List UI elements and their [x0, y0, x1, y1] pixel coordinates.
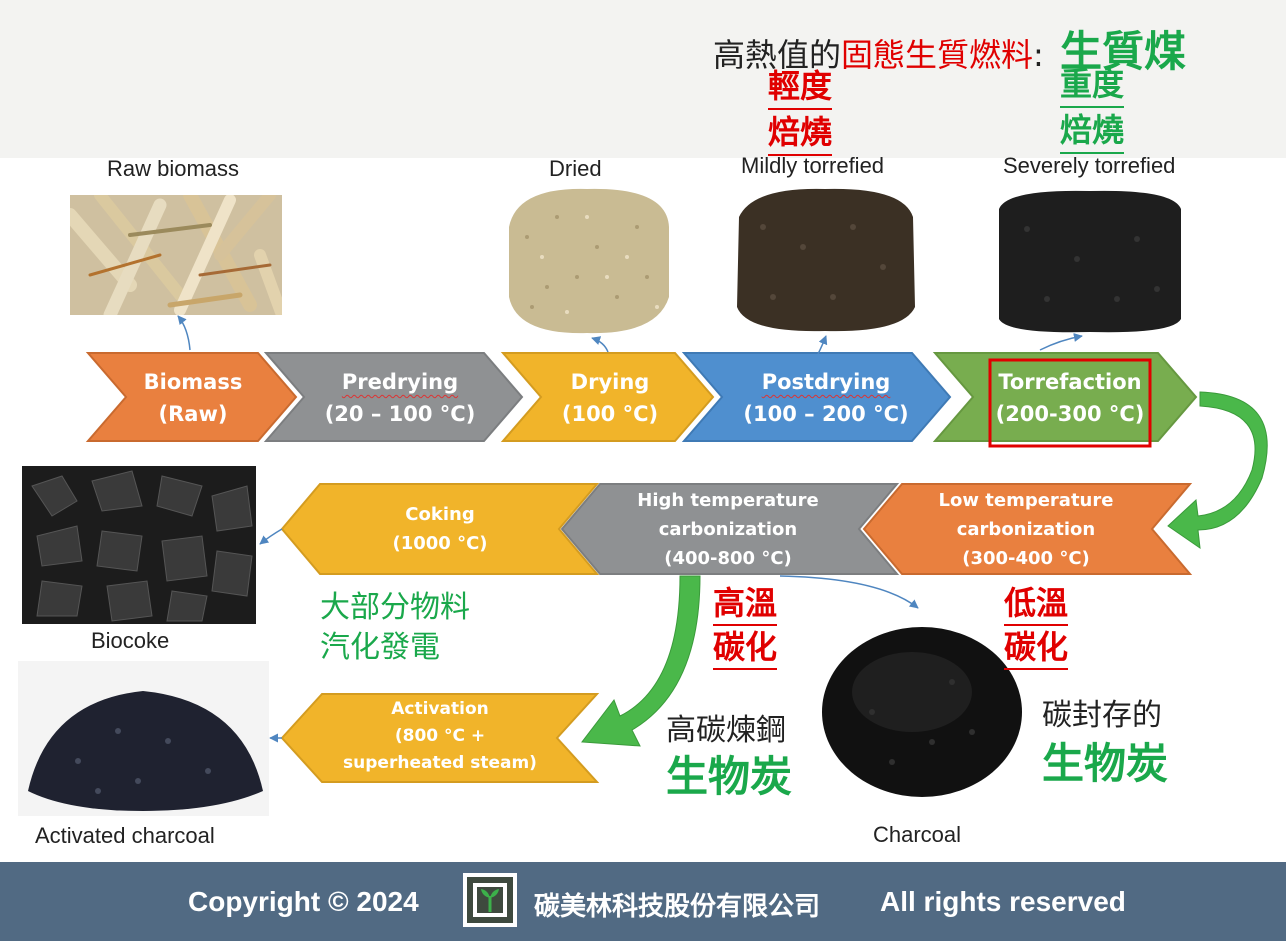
arrow-to-severe: [1039, 333, 1083, 351]
high-carb-line2: 碳化: [713, 626, 778, 670]
chevron-predrying: [263, 352, 524, 442]
stage-lowtemp: Low temperature carbonization (300-400 °…: [906, 486, 1146, 573]
stage-activation-line2: (800 °C +: [394, 726, 486, 746]
storage-note: 碳封存的 生物炭: [1042, 692, 1168, 788]
stage-drying: Drying (100 °C): [536, 366, 684, 430]
stage-predrying-detail: (20 – 100 °C): [324, 402, 476, 426]
steel-note: 高碳煉鋼 生物炭: [666, 708, 792, 800]
chevron-postdrying: [681, 352, 952, 442]
arrow-to-raw: [177, 315, 191, 351]
stage-drying-detail: (100 °C): [561, 402, 659, 426]
stage-torrefaction-detail: (200-300 °C): [995, 402, 1145, 426]
footer-copyright: Copyright © 2024: [188, 886, 419, 917]
label-raw-biomass: Raw biomass: [107, 156, 240, 181]
footer-bar: [0, 862, 1286, 941]
light-roast-line1: 輕度: [768, 64, 833, 110]
steel-line1: 高碳煉鋼: [666, 713, 786, 748]
company-logo-icon: [462, 872, 518, 928]
dried-biomass-photo: [507, 187, 671, 335]
chevron-torrefaction: [932, 352, 1198, 442]
low-carb-line2: 碳化: [1004, 626, 1069, 670]
low-carb-line1: 低溫: [1004, 582, 1069, 626]
low-carb-note: 低溫 碳化: [1004, 582, 1069, 670]
chevron-hightemp: [560, 483, 900, 575]
header-green: 生質煤: [1059, 27, 1186, 76]
chevron-activation: [280, 693, 600, 783]
stage-postdrying: Postdrying (100 – 200 °C): [724, 366, 928, 430]
high-carb-note: 高溫 碳化: [713, 582, 778, 670]
stage-hightemp: High temperature carbonization (400-800 …: [610, 486, 846, 573]
stage-hightemp-line3: (400-800 °C): [664, 548, 792, 569]
storage-line1: 碳封存的: [1042, 698, 1162, 733]
severely-torrefied-photo: [997, 189, 1183, 334]
stage-postdrying-detail: (100 – 200 °C): [743, 402, 909, 426]
mildly-torrefied-photo: [733, 187, 917, 333]
arrow-to-mild: [817, 335, 828, 355]
heavy-roast-line1: 重度: [1060, 62, 1125, 108]
label-dried: Dried: [549, 156, 602, 181]
arrow-to-biocoke: [259, 528, 283, 545]
stage-postdrying-name: Postdrying: [761, 370, 891, 394]
header-prefix: 高熱值的: [713, 36, 842, 74]
gasify-line1: 大部分物料: [320, 590, 470, 625]
stage-lowtemp-line2: carbonization: [956, 519, 1096, 540]
charcoal-photo: [812, 612, 1032, 798]
footer-rights: All rights reserved: [880, 886, 1126, 917]
stage-torrefaction: Torrefaction (200-300 °C): [990, 366, 1150, 430]
label-charcoal: Charcoal: [873, 822, 962, 847]
label-severely-torrefied: Severely torrefied: [1003, 153, 1176, 178]
heavy-roast-label: 重度 焙燒: [1060, 62, 1125, 154]
activated-charcoal-photo: [18, 661, 269, 816]
gasify-line2: 汽化發電: [320, 630, 440, 665]
high-carb-line1: 高溫: [713, 582, 778, 626]
arrow-to-charcoal: [779, 575, 919, 609]
gasify-note: 大部分物料 汽化發電: [320, 588, 470, 668]
light-roast-line2: 焙燒: [768, 110, 833, 156]
biocoke-photo: [22, 466, 256, 624]
stage-torrefaction-name: Torrefaction: [998, 370, 1142, 394]
torrefaction-highlight: [988, 358, 1152, 448]
chevron-drying: [500, 352, 715, 442]
stage-biomass-detail: (Raw): [158, 402, 228, 426]
stage-predrying: Predrying (20 – 100 °C): [300, 366, 500, 430]
label-mildly-torrefied: Mildly torrefied: [741, 153, 885, 178]
storage-line2: 生物炭: [1042, 739, 1169, 788]
stage-coking-name: Coking: [405, 504, 475, 525]
stage-activation-line1: Activation: [391, 699, 489, 719]
footer-company: 碳美林科技股份有限公司: [534, 892, 821, 922]
chevron-lowtemp: [862, 483, 1193, 575]
stage-predrying-name: Predrying: [341, 370, 459, 394]
header-title: 高熱值的固態生質燃料: 生質煤: [713, 18, 1186, 79]
green-curve-arrow-right: [1167, 391, 1268, 550]
stage-hightemp-line2: carbonization: [658, 519, 798, 540]
stage-lowtemp-line3: (300-400 °C): [962, 548, 1090, 569]
header-band: [0, 0, 1286, 158]
stage-coking: Coking (1000 °C): [340, 500, 540, 558]
header-colon: :: [1033, 36, 1044, 74]
heavy-roast-line2: 焙燒: [1060, 108, 1125, 154]
stage-hightemp-line1: High temperature: [637, 490, 819, 511]
light-roast-label: 輕度 焙燒: [768, 64, 833, 156]
stage-drying-name: Drying: [570, 370, 650, 394]
stage-biomass-name: Biomass: [143, 370, 243, 394]
stage-biomass: Biomass (Raw): [120, 366, 266, 430]
label-biocoke: Biocoke: [91, 628, 170, 653]
chevron-biomass: [85, 352, 298, 442]
header-red: 固態生質燃料: [841, 36, 1034, 74]
arrow-to-dried: [591, 336, 609, 353]
raw-biomass-photo: [70, 195, 282, 315]
steel-line2: 生物炭: [666, 752, 793, 801]
stage-coking-detail: (1000 °C): [392, 533, 488, 554]
chevron-coking: [280, 483, 600, 575]
stage-activation-line3: superheated steam): [343, 753, 537, 773]
green-curve-arrow-down: [581, 575, 701, 747]
label-activated-charcoal: Activated charcoal: [35, 823, 215, 848]
stage-activation: Activation (800 °C + superheated steam): [320, 696, 560, 777]
stage-lowtemp-line1: Low temperature: [938, 490, 1114, 511]
